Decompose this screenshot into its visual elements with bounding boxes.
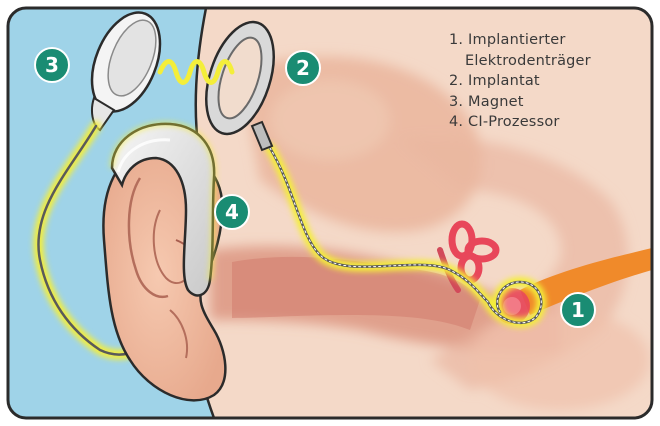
legend-item-1-continued: Elektrodenträger	[449, 51, 649, 72]
badge-1-label: 1	[571, 298, 585, 322]
badge-4: 4	[215, 195, 249, 229]
legend-item-1: 1. Implantierter	[449, 30, 649, 51]
legend-item-2: 2. Implantat	[449, 71, 649, 92]
badge-3: 3	[35, 48, 69, 82]
badge-3-label: 3	[45, 53, 59, 77]
badge-1: 1	[561, 293, 595, 327]
badge-2: 2	[286, 51, 320, 85]
badge-2-label: 2	[296, 56, 310, 80]
legend: 1. Implantierter Elektrodenträger 2. Imp…	[449, 30, 649, 133]
legend-item-3: 3. Magnet	[449, 92, 649, 113]
badge-4-label: 4	[225, 200, 239, 224]
legend-item-4: 4. CI-Prozessor	[449, 112, 649, 133]
